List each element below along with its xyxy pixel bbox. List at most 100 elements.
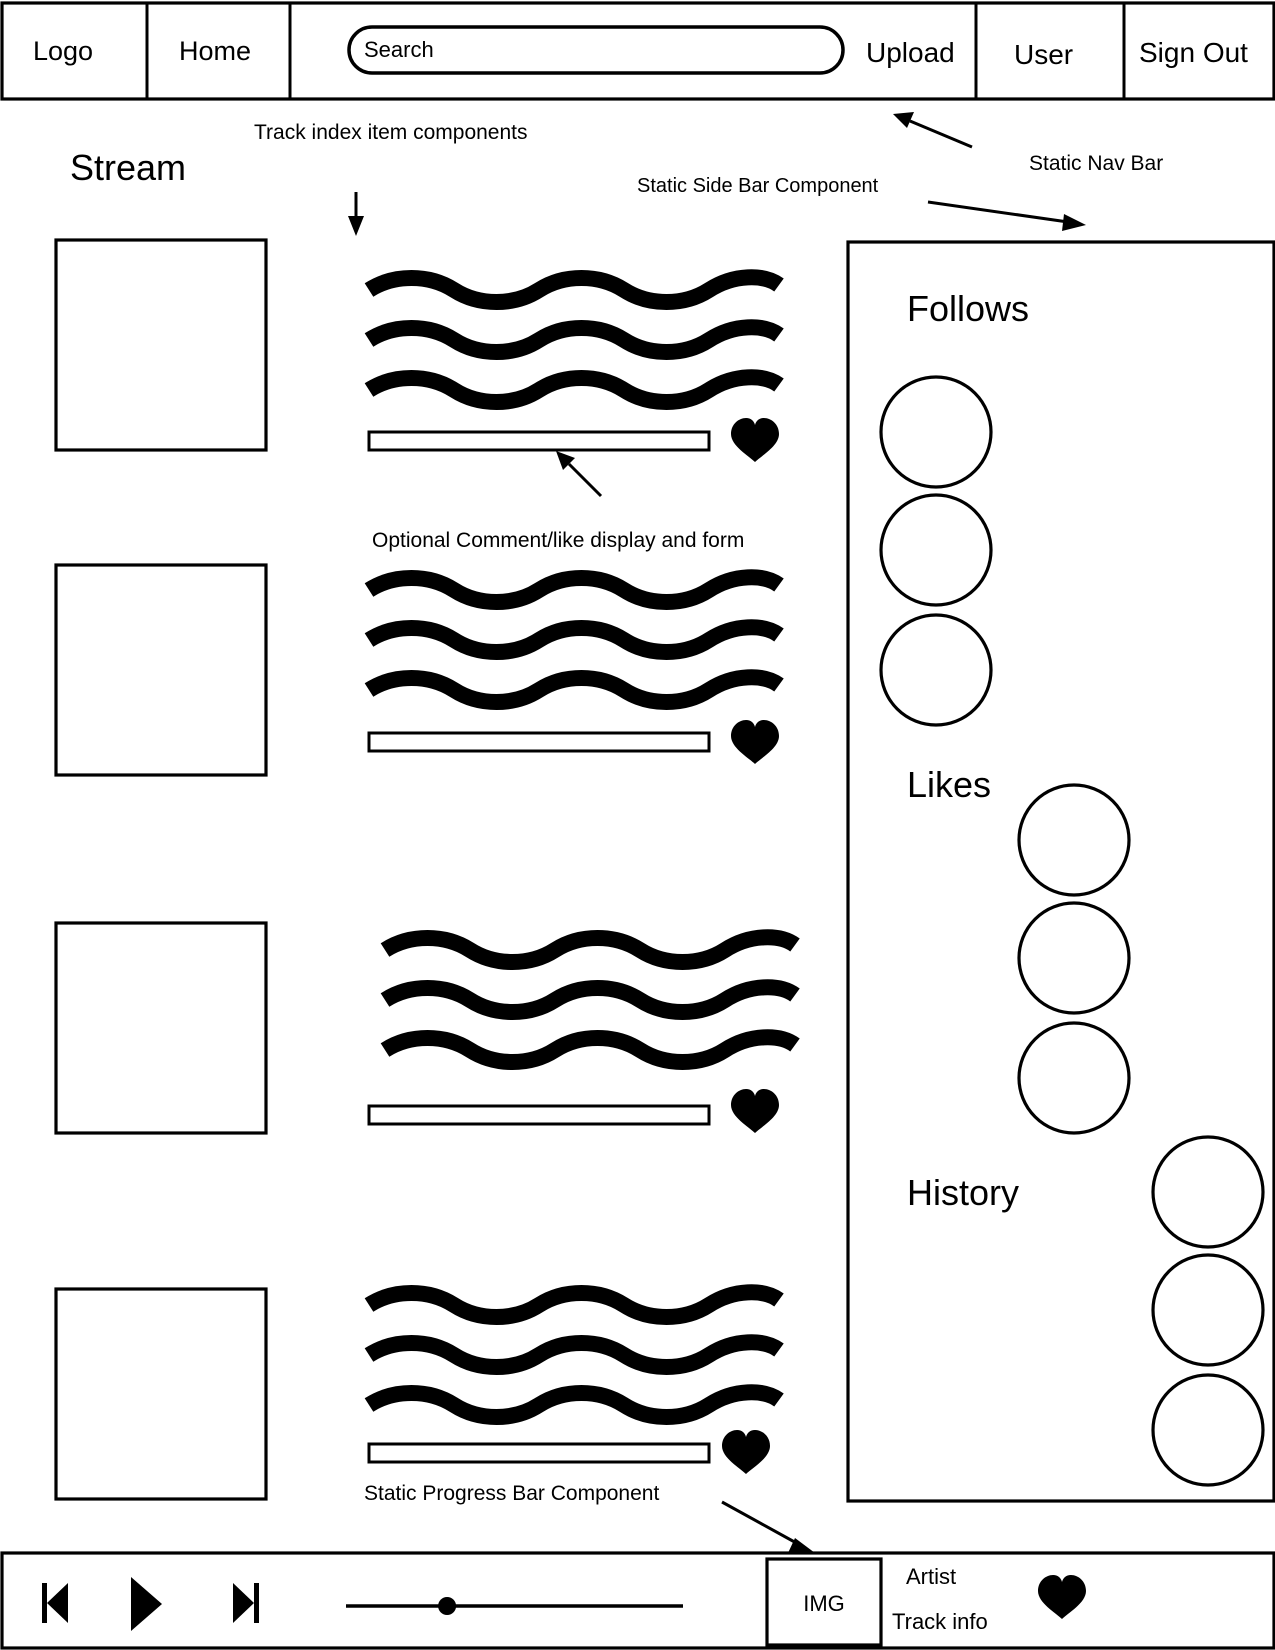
waveform[interactable] (369, 577, 779, 702)
waveform-line (369, 1292, 779, 1317)
waveform[interactable] (385, 937, 795, 1062)
track-item (54, 238, 779, 462)
annotation-progress-bar: Static Progress Bar Component (364, 1482, 659, 1505)
arrow-head (893, 112, 914, 128)
play-icon (131, 1577, 162, 1631)
sidebar-avatar[interactable] (1017, 1021, 1131, 1135)
sidebar-avatar[interactable] (1017, 783, 1131, 897)
sidebar-avatar[interactable] (1151, 1373, 1265, 1487)
waveform-line (385, 987, 795, 1012)
stream-title: Stream (70, 147, 186, 188)
slider-handle[interactable] (438, 1597, 457, 1615)
waveform-line (385, 937, 795, 962)
now-playing-like-button[interactable] (1038, 1575, 1086, 1619)
heart-icon (1038, 1575, 1086, 1619)
track-item (54, 563, 779, 777)
player-bar: IMG Artist Track info (0, 1551, 1275, 1650)
arrow-head (1062, 214, 1086, 231)
skip-previous-icon (42, 1583, 68, 1623)
annotation-arrow (721, 1500, 801, 1547)
now-playing-track-info: Track info (892, 1609, 988, 1634)
player-bar-frame (0, 1551, 1275, 1650)
annotation-arrow (567, 462, 603, 498)
search-input-frame (347, 25, 845, 75)
like-button[interactable] (731, 418, 779, 462)
home-link-label: Home (179, 36, 251, 66)
annotation-arrow (927, 200, 1069, 224)
like-button[interactable] (722, 1430, 770, 1474)
annotation-nav-bar: Static Nav Bar (1029, 152, 1163, 175)
waveform[interactable] (369, 1292, 779, 1417)
waveform-line (369, 1392, 779, 1417)
waveform-line (369, 377, 779, 402)
next-button[interactable] (233, 1583, 259, 1623)
nav-bar: Logo Home Search Upload User Sign Out (0, 1, 1275, 101)
sign-out-label: Sign Out (1139, 37, 1248, 68)
playback-slider[interactable] (346, 1597, 683, 1615)
comment-form-input[interactable] (367, 1442, 711, 1464)
sidebar-avatar[interactable] (879, 613, 993, 727)
sidebar-section-title-likes: Likes (907, 764, 991, 805)
waveform-line (369, 577, 779, 602)
annotations: Track index item components Static Side … (254, 112, 1163, 1553)
arrow-head (348, 216, 364, 236)
annotation-comment-like: Optional Comment/like display and form (372, 529, 744, 552)
annotation-track-index: Track index item components (254, 121, 528, 144)
arrow-head (556, 451, 575, 470)
track-list (54, 238, 795, 1501)
comment-form-input[interactable] (367, 1104, 711, 1126)
home-link[interactable]: Home (179, 36, 251, 66)
now-playing-img-label: IMG (803, 1591, 845, 1616)
heart-icon (731, 418, 779, 462)
waveform-line (385, 1037, 795, 1062)
track-artwork[interactable] (54, 1287, 268, 1501)
track-artwork[interactable] (54, 238, 268, 452)
waveform-line (369, 677, 779, 702)
track-artwork[interactable] (54, 921, 268, 1135)
now-playing-art: IMG (765, 1557, 883, 1647)
now-playing-artist: Artist (906, 1564, 956, 1589)
comment-form-input[interactable] (367, 731, 711, 753)
nav-bar-frame (0, 1, 1275, 101)
like-button[interactable] (731, 720, 779, 764)
sidebar-avatar[interactable] (879, 375, 993, 489)
comment-form-input[interactable] (367, 430, 711, 452)
previous-button[interactable] (42, 1583, 68, 1623)
logo-label: Logo (33, 36, 93, 66)
waveform-line (369, 327, 779, 352)
sidebar-avatar[interactable] (1151, 1253, 1265, 1367)
track-item (54, 921, 795, 1135)
sidebar-section-title-follows: Follows (907, 288, 1029, 329)
user-link-label: User (1014, 39, 1073, 70)
sidebar-avatar[interactable] (879, 493, 993, 607)
track-item (54, 1287, 779, 1501)
search-input[interactable]: Search (347, 25, 845, 75)
annotation-side-bar: Static Side Bar Component (637, 175, 879, 197)
user-link[interactable]: User (1014, 39, 1073, 70)
waveform-line (369, 277, 779, 302)
like-button[interactable] (731, 1089, 779, 1133)
annotation-arrow (909, 119, 973, 149)
waveform-line (369, 1342, 779, 1367)
sign-out-button[interactable]: Sign Out (1139, 37, 1248, 68)
play-button[interactable] (131, 1577, 162, 1631)
heart-icon (731, 720, 779, 764)
sidebar-avatar[interactable] (1151, 1135, 1265, 1249)
skip-next-icon (233, 1583, 259, 1623)
heart-icon (722, 1430, 770, 1474)
sidebar-avatar[interactable] (1017, 901, 1131, 1015)
waveform-line (369, 627, 779, 652)
upload-link-label: Upload (866, 37, 955, 68)
waveform[interactable] (369, 277, 779, 402)
arrow-head (788, 1538, 815, 1553)
upload-link[interactable]: Upload (866, 37, 955, 68)
sidebar: Follows Likes History (846, 240, 1275, 1503)
sidebar-section-title-history: History (907, 1172, 1019, 1213)
sidebar-avatars (879, 375, 1265, 1487)
track-artwork[interactable] (54, 563, 268, 777)
search-placeholder: Search (364, 37, 434, 62)
logo[interactable]: Logo (33, 36, 93, 66)
now-playing-image (765, 1557, 883, 1647)
sidebar-frame (846, 240, 1275, 1503)
